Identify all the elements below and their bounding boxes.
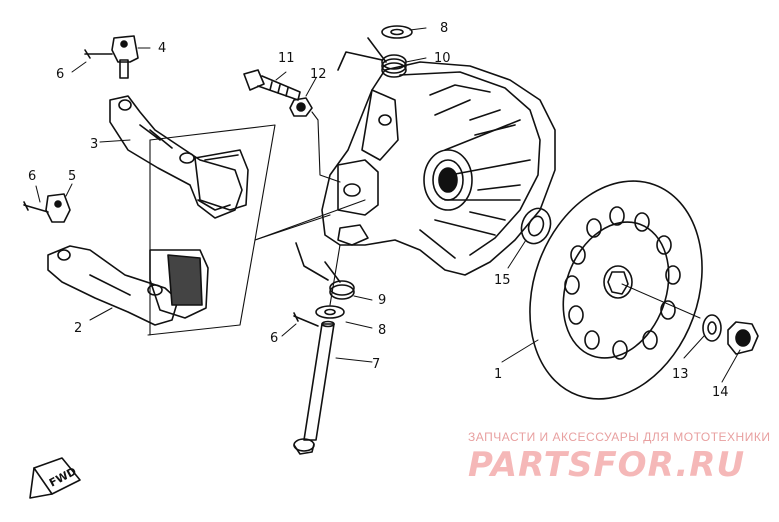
nut-14 — [727, 321, 759, 355]
callout-10: 10 — [434, 51, 451, 66]
callout-4: 4 — [158, 41, 166, 56]
callout-2: 2 — [74, 321, 82, 336]
callout-6-left: 6 — [28, 169, 36, 184]
washer-13 — [702, 314, 722, 342]
washer-15 — [520, 207, 552, 245]
spring-10 — [337, 37, 407, 78]
watermark-tagline: ЗАПЧАСТИ И АКСЕССУАРЫ ДЛЯ МОТОТЕХНИКИ — [468, 430, 770, 444]
callout-13: 13 — [672, 367, 689, 382]
callout-15: 15 — [494, 273, 511, 288]
callout-labels: 1 2 3 4 5 6 6 6 7 8 8 9 10 11 12 13 14 1… — [28, 21, 729, 400]
callout-9: 9 — [378, 293, 386, 308]
cotter-pin-6-left — [23, 201, 49, 213]
caliper-support-housing — [321, 61, 556, 276]
callout-8-lower: 8 — [378, 323, 386, 338]
callout-1: 1 — [494, 367, 502, 382]
washer-8-upper — [381, 25, 413, 39]
fwd-arrow-icon — [29, 457, 81, 499]
pad-pin-5 — [45, 193, 71, 223]
fwd-label: FWD — [47, 465, 79, 490]
washer-8-lower — [315, 305, 345, 319]
brake-disc — [529, 180, 703, 400]
pad-pin-4 — [111, 35, 139, 79]
callout-6-upper: 6 — [56, 67, 64, 82]
brake-pad-lower — [149, 249, 209, 319]
assembly-frame-lines — [147, 124, 366, 336]
callout-12: 12 — [310, 67, 327, 82]
callout-3: 3 — [90, 137, 98, 152]
cotter-pin-6-upper — [84, 49, 113, 59]
caliper-arm-lower — [47, 245, 179, 326]
callout-14: 14 — [712, 385, 729, 400]
leader-lines — [35, 27, 741, 383]
callout-7: 7 — [372, 357, 380, 372]
caliper-arm-upper — [109, 95, 243, 219]
cotter-pin-6-lower — [293, 312, 319, 327]
watermark-brand: PARTSFOR.RU — [468, 445, 745, 485]
callout-6-lower: 6 — [270, 331, 278, 346]
shaft-guide-line — [329, 244, 341, 306]
bolt-guide-line — [311, 111, 341, 183]
brake-pad-upper — [194, 149, 249, 211]
callout-11: 11 — [278, 51, 295, 66]
watermark: ЗАПЧАСТИ И АКСЕССУАРЫ ДЛЯ МОТОТЕХНИКИ PA… — [468, 430, 770, 485]
callout-8-upper: 8 — [440, 21, 448, 36]
callout-5: 5 — [68, 169, 76, 184]
spring-9 — [295, 242, 355, 300]
nut-12 — [289, 97, 313, 117]
bolt-11 — [243, 69, 301, 101]
pivot-shaft-7 — [293, 320, 335, 455]
